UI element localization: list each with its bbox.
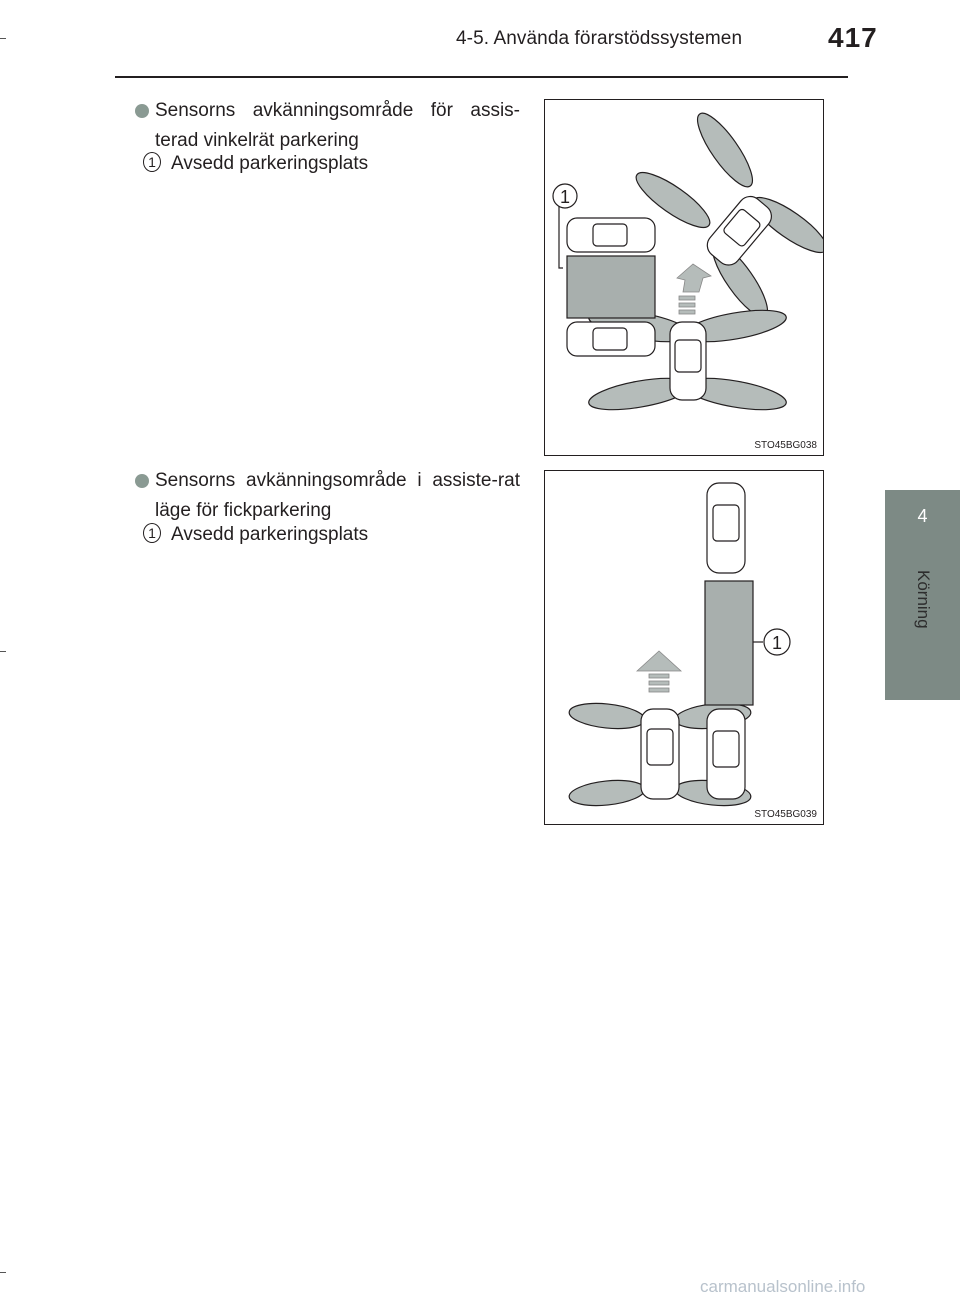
chapter-number: 4 (917, 506, 928, 526)
sensor-zone (568, 702, 646, 730)
legend-item: 1 Avsedd parkeringsplats (143, 523, 368, 546)
chapter-label: Körning (914, 570, 933, 629)
page-number: 417 (828, 22, 878, 53)
figure-perpendicular-parking: 1 STO45BG038 (544, 99, 828, 456)
target-parking-space (704, 580, 754, 706)
target-parking-space (566, 255, 656, 319)
figure-code: STO45BG039 (754, 809, 817, 820)
sensor-zone (697, 112, 753, 188)
chapter-tab[interactable]: 4 Körning (885, 490, 960, 700)
sensor-zone (635, 172, 711, 228)
callout-marker (763, 628, 791, 656)
callout-number: 1 (772, 633, 782, 653)
parallel-parking-illustration: 1 (568, 482, 791, 807)
legend-text: Avsedd parkeringsplats (171, 153, 369, 174)
arrow-icon (676, 263, 712, 293)
bullet-icon (135, 474, 149, 488)
callout-number: 1 (560, 187, 570, 207)
watermark: carmanualsonline.info (700, 1277, 866, 1296)
legend-number: 1 (143, 152, 161, 172)
sensor-zone (568, 779, 646, 807)
legend-text: Avsedd parkeringsplats (171, 524, 369, 545)
crop-mark-top (0, 38, 6, 39)
figure-parallel-parking: 1 STO45BG039 (544, 470, 824, 825)
header-rule (115, 76, 848, 78)
arrow-icon (635, 650, 683, 672)
bullet-text: Sensorns avkänningsområde för assis-tera… (155, 100, 520, 151)
crop-mark-middle (0, 651, 6, 652)
legend-number: 1 (143, 523, 161, 543)
perpendicular-parking-illustration: 1 (552, 112, 828, 411)
crop-mark-bottom (0, 1272, 6, 1273)
bullet-text: Sensorns avkänningsområde i assiste-rat … (155, 470, 520, 521)
bullet-icon (135, 104, 149, 118)
section-title: 4-5. Använda förarstödssystemen (456, 28, 743, 49)
legend-item: 1 Avsedd parkeringsplats (143, 152, 368, 175)
callout-marker (552, 183, 578, 209)
figure-code: STO45BG038 (754, 440, 817, 451)
bullet-item: Sensorns avkänningsområde i assiste-rat … (135, 466, 520, 526)
bullet-item: Sensorns avkänningsområde för assis-tera… (135, 96, 520, 156)
